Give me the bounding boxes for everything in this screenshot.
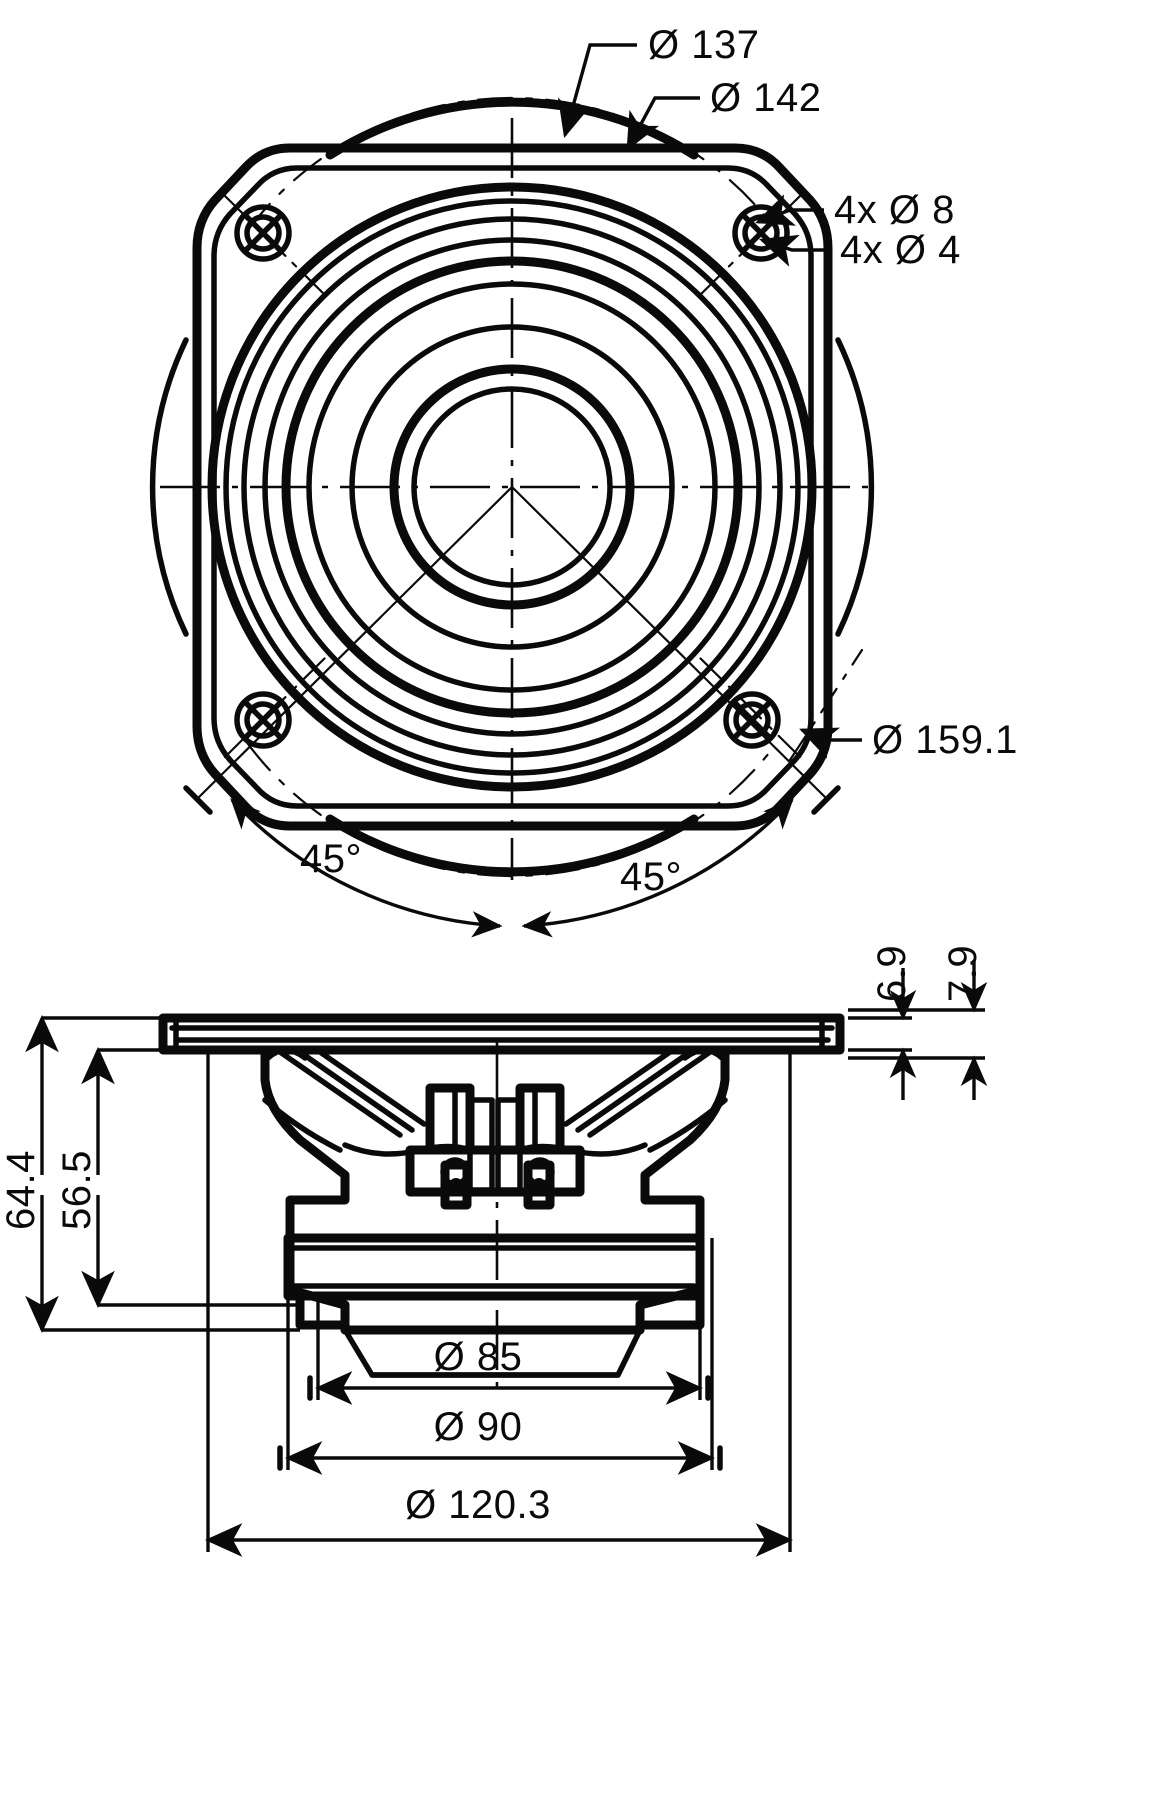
section-view-group: 6.9 7.9 64.4 56	[0, 945, 988, 1557]
dim-label-holes-dia-4: 4x Ø 4	[840, 228, 961, 272]
dimension-dia-120-3	[204, 1050, 794, 1557]
section-cone-flank-left-3	[317, 1049, 427, 1127]
section-cone-flank-left-1	[277, 1049, 403, 1138]
mounting-hole-bottom-right	[723, 691, 781, 749]
hole-axis-bottom-right	[693, 651, 802, 759]
section-rear-cup-outline	[295, 1291, 705, 1335]
dim-label-thickness-7-9: 7.9	[941, 945, 985, 1002]
mounting-hole-bottom-left	[234, 691, 292, 749]
dim-label-dia-90: Ø 90	[434, 1405, 523, 1449]
dimension-dia-85	[307, 1296, 711, 1405]
angular-tick-left	[183, 785, 213, 815]
leader-dia-159-1	[788, 648, 864, 762]
dim-label-angle-left-45: 45°	[300, 837, 362, 881]
dim-label-holes-dia-8: 4x Ø 8	[834, 188, 955, 232]
front-view-circle-dia-142	[207, 182, 817, 792]
section-frame-rib-right	[647, 1097, 728, 1153]
dim-label-height-64-4: 64.4	[0, 1150, 43, 1230]
angular-dimension-left-45	[194, 485, 514, 938]
angular-tick-right	[811, 785, 841, 815]
front-view-cone-edge-inner	[306, 281, 718, 693]
front-view-dustcap-inner	[411, 386, 613, 588]
dim-label-height-56-5: 56.5	[55, 1150, 99, 1230]
front-view-surround-outer	[241, 216, 783, 758]
front-view-cone-edge-outer	[281, 256, 743, 718]
front-view-group: Ø 137 Ø 142 4x Ø 8 4x Ø 4 Ø 159.1	[149, 23, 1018, 938]
leader-holes-dia-8	[755, 194, 824, 226]
front-view-arc-dia-159-1-right	[835, 337, 875, 637]
section-surround-left	[265, 1047, 308, 1061]
front-view-dustcap-outer	[389, 364, 635, 610]
front-view-arc-dia-159-1-left	[149, 337, 189, 637]
section-frame-rib-left	[262, 1097, 343, 1153]
dimension-height-64-4	[25, 1014, 300, 1334]
leader-dia-142	[626, 96, 700, 151]
leader-dia-137	[557, 43, 637, 139]
dim-label-dia-137: Ø 137	[648, 23, 759, 67]
dimension-thickness-7-9	[848, 960, 988, 1100]
angular-dimension-right-45	[510, 485, 830, 938]
front-view-cone-mid	[349, 324, 675, 650]
hole-axis-bottom-left	[223, 651, 332, 759]
hole-axis-top-left	[223, 194, 332, 302]
section-cone-flank-right-2	[575, 1049, 693, 1133]
section-voicecoil-assembly	[405, 1083, 585, 1210]
front-view-circle-dia-137	[223, 198, 801, 776]
section-flange-outline	[158, 1013, 845, 1055]
dimension-height-56-5	[81, 1046, 300, 1309]
section-surround-right	[682, 1047, 725, 1061]
dim-label-dia-120-3: Ø 120.3	[405, 1483, 551, 1527]
front-view-surround-inner	[262, 237, 762, 737]
dimension-dia-90	[277, 1238, 723, 1475]
leader-holes-dia-4	[759, 234, 830, 267]
dim-label-dia-142: Ø 142	[710, 76, 821, 120]
front-view-bolt-circle-reference	[246, 96, 778, 232]
section-cone-flank-right-1	[587, 1049, 713, 1138]
dim-label-thickness-6-9: 6.9	[870, 945, 914, 1002]
section-cone-flank-right-3	[563, 1049, 673, 1127]
dim-label-dia-85: Ø 85	[434, 1335, 523, 1379]
section-cone-flank-left-2	[297, 1049, 415, 1133]
dim-label-dia-159-1: Ø 159.1	[872, 718, 1018, 762]
dim-label-angle-right-45: 45°	[620, 855, 682, 899]
